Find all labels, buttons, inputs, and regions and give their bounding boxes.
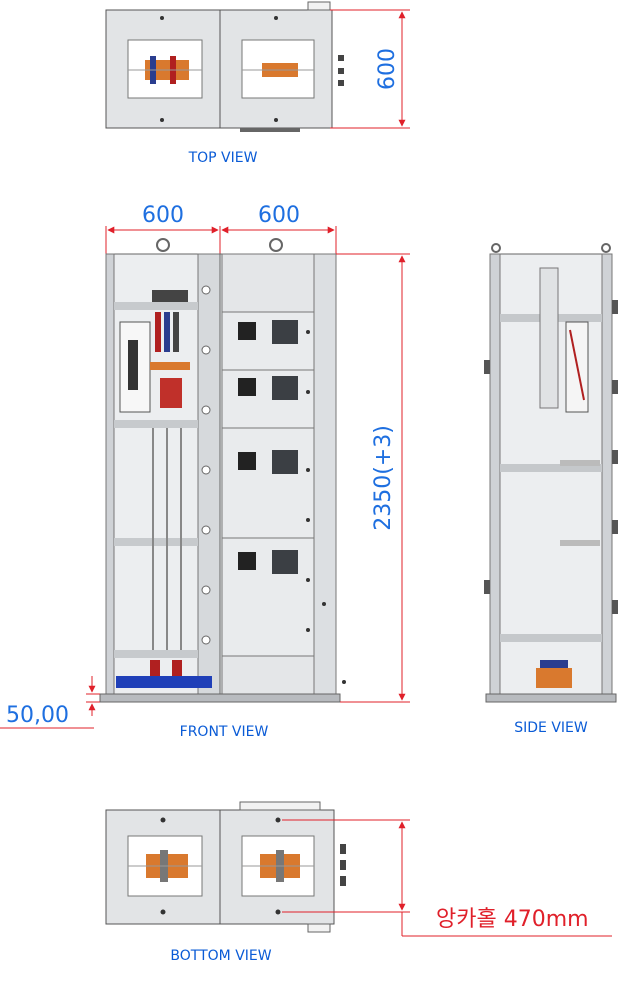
anchor-hole-label: 앙카홀 470mm <box>436 907 589 932</box>
base-height-label: 50,00 <box>6 703 69 728</box>
top-view <box>105 1 344 132</box>
front-base <box>99 693 341 703</box>
bottom-view <box>105 801 346 933</box>
top-depth-label: 600 <box>375 48 400 90</box>
front-right-section <box>219 238 346 695</box>
front-view-label: FRONT VIEW <box>180 724 269 740</box>
base-height-dimension <box>0 676 100 729</box>
anchor-hole-dimension <box>282 819 612 937</box>
front-left-section <box>105 238 221 695</box>
side-view-label: SIDE VIEW <box>514 720 588 736</box>
front-width-left-label: 600 <box>142 203 184 228</box>
side-view <box>484 243 618 703</box>
switch-handle <box>238 322 256 340</box>
bottom-view-label: BOTTOM VIEW <box>170 948 271 964</box>
top-depth-dimension <box>330 9 410 129</box>
front-height-label: 2350(+3) <box>371 425 396 531</box>
red-component <box>160 378 182 408</box>
top-view-label: TOP VIEW <box>188 150 258 166</box>
front-width-dimension <box>105 226 337 254</box>
front-height-dimension <box>336 253 410 703</box>
ground-busbar <box>116 676 212 688</box>
front-width-right-label: 600 <box>258 203 300 228</box>
